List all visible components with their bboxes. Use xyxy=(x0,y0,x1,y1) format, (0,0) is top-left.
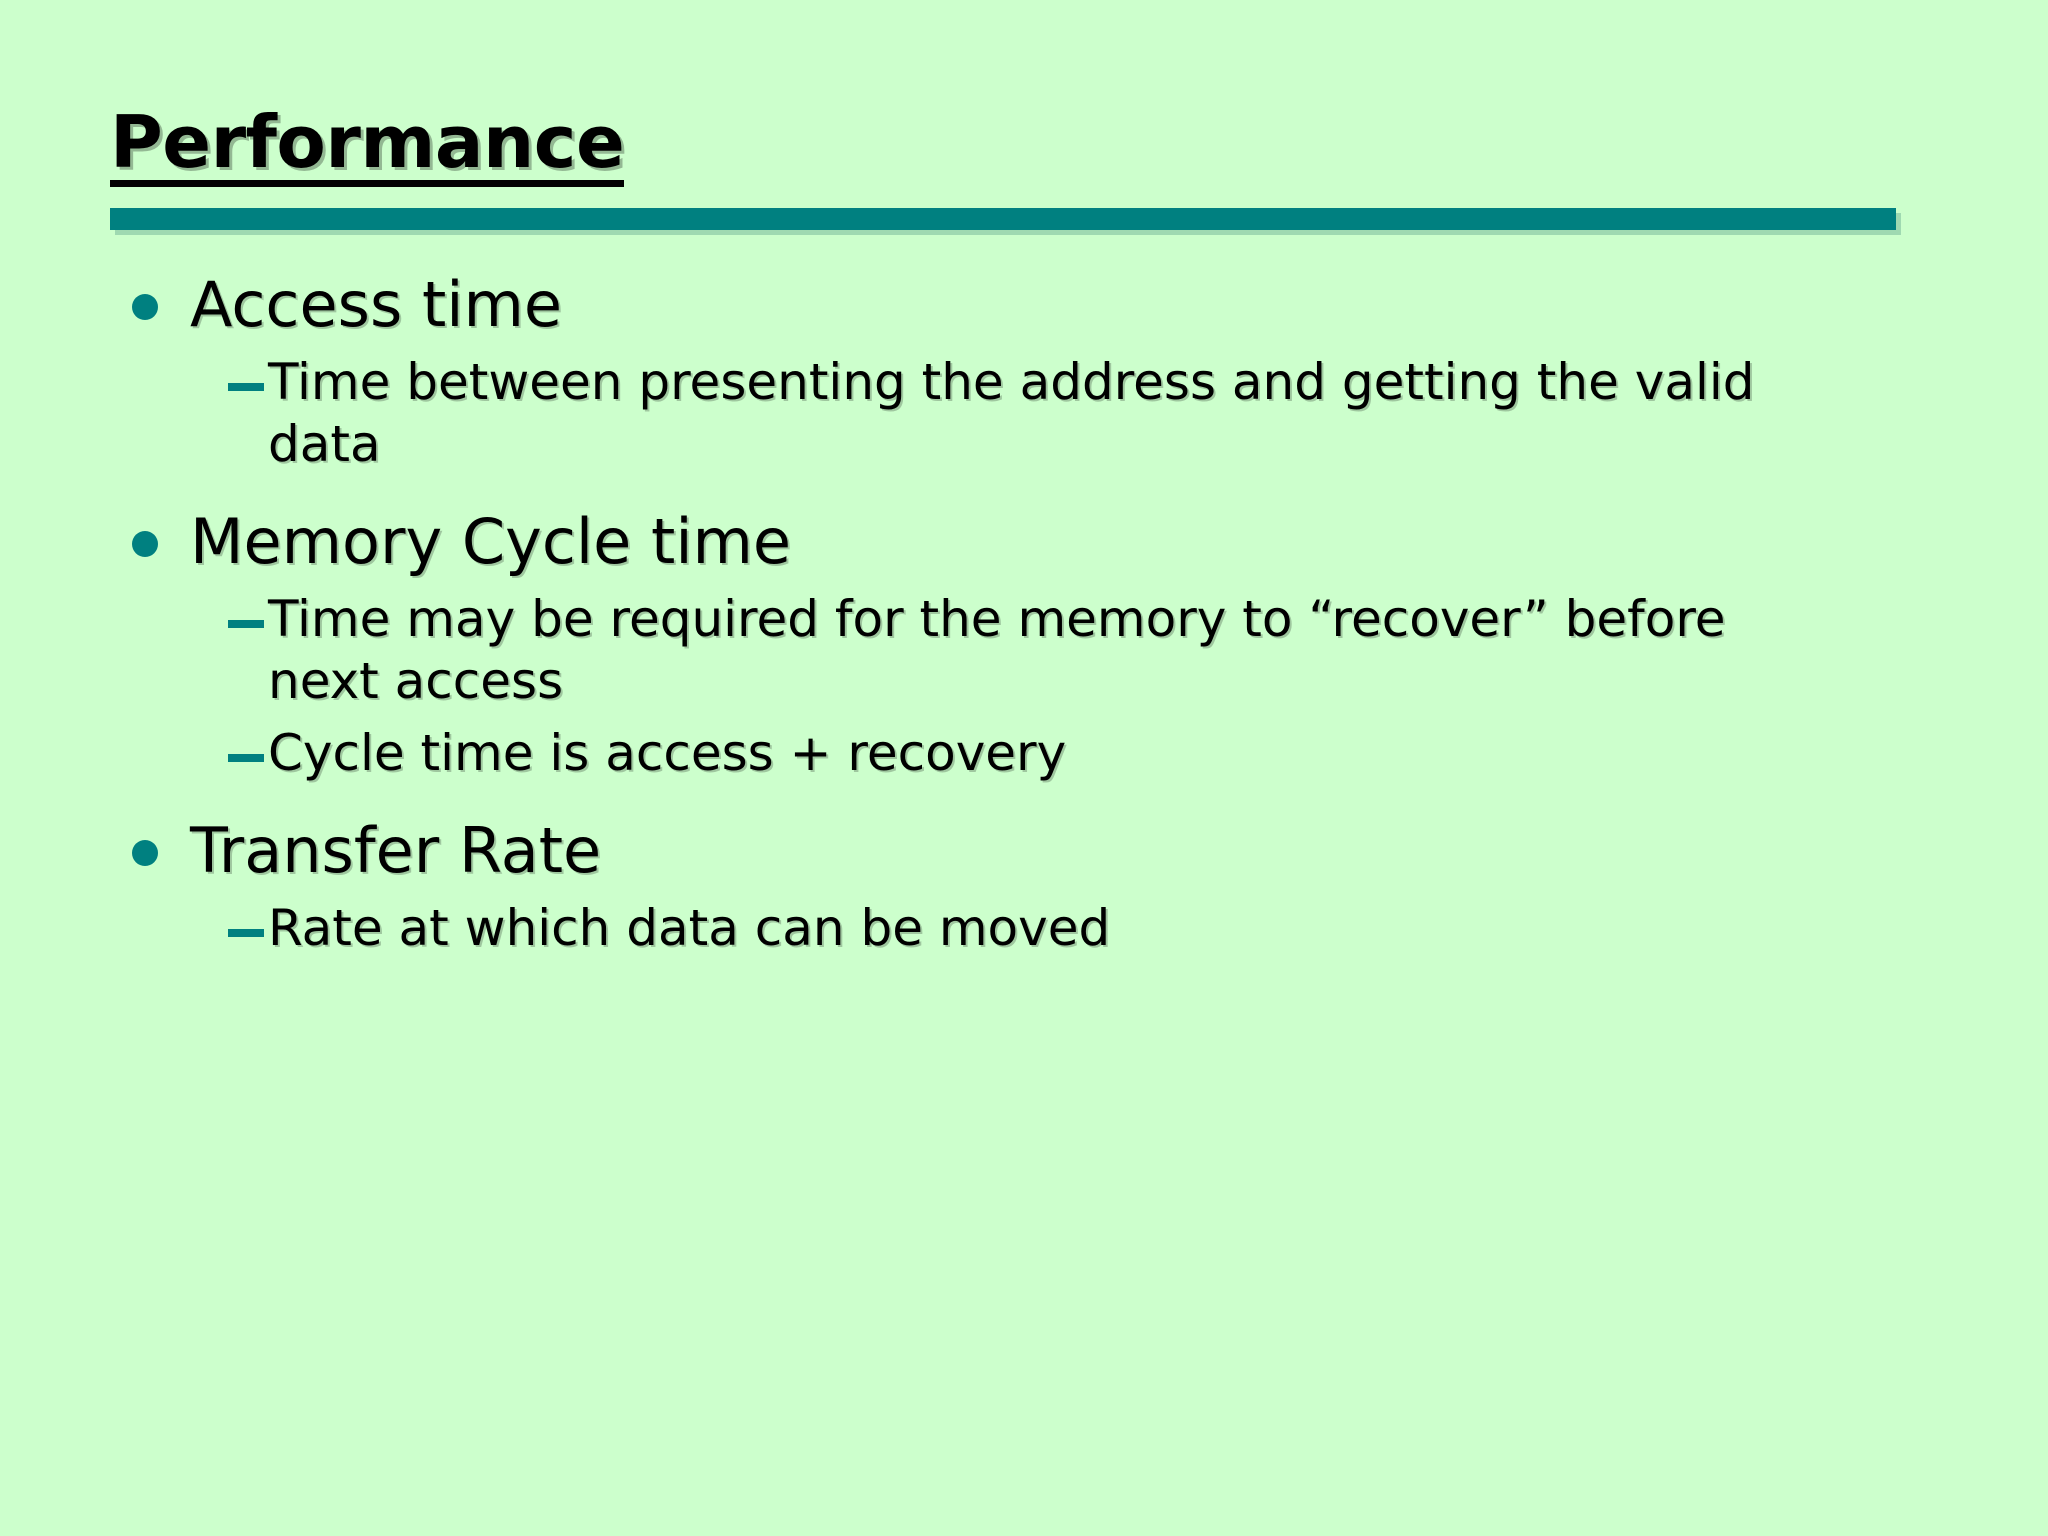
slide-body: Access time Time between presenting the … xyxy=(110,262,1970,969)
bullet-label: Memory Cycle time xyxy=(190,505,792,579)
sub-bullet-label: Time may be required for the memory to “… xyxy=(268,590,1726,711)
em-dash-icon xyxy=(228,383,264,392)
title-divider-rule xyxy=(110,208,1896,230)
bullet-item-memory-cycle-time: Memory Cycle time xyxy=(110,505,1970,578)
sub-bullet-label: Cycle time is access + recovery xyxy=(268,724,1067,783)
sub-bullet-item: Time may be required for the memory to “… xyxy=(110,588,1970,712)
em-dash-icon xyxy=(228,620,264,629)
page-title: Performance xyxy=(110,106,625,187)
bullet-item-transfer-rate: Transfer Rate xyxy=(110,814,1970,887)
em-dash-icon xyxy=(228,754,264,763)
bullet-item-access-time: Access time xyxy=(110,268,1970,341)
round-bullet-icon xyxy=(132,531,158,558)
round-bullet-icon xyxy=(132,294,158,320)
sub-bullet-item: Time between presenting the address and … xyxy=(110,351,1970,475)
sub-bullet-label: Time between presenting the address and … xyxy=(268,353,1755,474)
title-block: Performance xyxy=(110,106,1910,187)
bullet-label: Transfer Rate xyxy=(190,814,602,888)
spacer xyxy=(110,794,1970,808)
sub-bullet-label: Rate at which data can be moved xyxy=(268,899,1111,958)
spacer xyxy=(110,485,1970,499)
sub-bullet-item: Rate at which data can be moved xyxy=(110,897,1970,959)
bullet-label: Access time xyxy=(190,268,563,341)
round-bullet-icon xyxy=(132,840,158,867)
em-dash-icon xyxy=(228,929,264,938)
sub-bullet-item: Cycle time is access + recovery xyxy=(110,722,1970,784)
